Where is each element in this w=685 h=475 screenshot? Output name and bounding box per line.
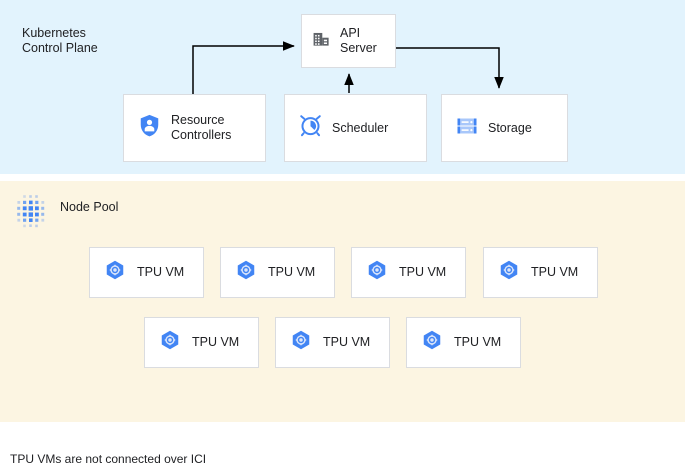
tpu-vm-label: TPU VM <box>192 335 240 349</box>
tpu-hexagon-gear-icon <box>421 329 443 356</box>
tpu-vm-card[interactable]: TPU VM <box>406 317 521 368</box>
shield-person-icon <box>137 113 162 143</box>
node-scheduler[interactable]: Scheduler <box>284 94 427 162</box>
tpu-vm-label: TPU VM <box>454 335 502 349</box>
tpu-vm-card[interactable]: TPU VM <box>351 247 466 298</box>
tpu-hexagon-gear-icon <box>104 259 126 286</box>
tpu-hexagon-gear-icon <box>235 259 257 286</box>
tpu-hexagon-gear-icon <box>366 259 388 286</box>
tpu-vm-label: TPU VM <box>399 265 447 279</box>
office-building-icon <box>312 29 331 53</box>
tpu-vm-label: TPU VM <box>323 335 371 349</box>
node-pool-title: Node Pool <box>60 200 119 214</box>
node-label: Storage <box>488 120 532 135</box>
node-storage[interactable]: Storage <box>441 94 568 162</box>
tpu-vm-card[interactable]: TPU VM <box>483 247 598 298</box>
footnote-text: TPU VMs are not connected over ICI <box>10 452 207 466</box>
tpu-hexagon-gear-icon <box>498 259 520 286</box>
tpu-vm-label: TPU VM <box>531 265 579 279</box>
node-pool-section <box>0 181 685 422</box>
server-rack-icon <box>455 114 479 143</box>
tpu-vm-card[interactable]: TPU VM <box>275 317 390 368</box>
tpu-hexagon-gear-icon <box>290 329 312 356</box>
control-plane-title: Kubernetes Control Plane <box>22 26 98 55</box>
tpu-vm-label: TPU VM <box>268 265 316 279</box>
tpu-vm-card[interactable]: TPU VM <box>144 317 259 368</box>
tpu-vm-card[interactable]: TPU VM <box>220 247 335 298</box>
node-cluster-dots-icon <box>12 192 52 232</box>
tpu-vm-card[interactable]: TPU VM <box>89 247 204 298</box>
node-label: API Server <box>340 26 377 55</box>
node-resource-controllers[interactable]: Resource Controllers <box>123 94 266 162</box>
node-api-server[interactable]: API Server <box>301 14 396 68</box>
node-label: Resource Controllers <box>171 113 232 142</box>
alarm-clock-icon <box>298 113 323 143</box>
tpu-vm-label: TPU VM <box>137 265 185 279</box>
tpu-hexagon-gear-icon <box>159 329 181 356</box>
node-label: Scheduler <box>332 120 389 135</box>
